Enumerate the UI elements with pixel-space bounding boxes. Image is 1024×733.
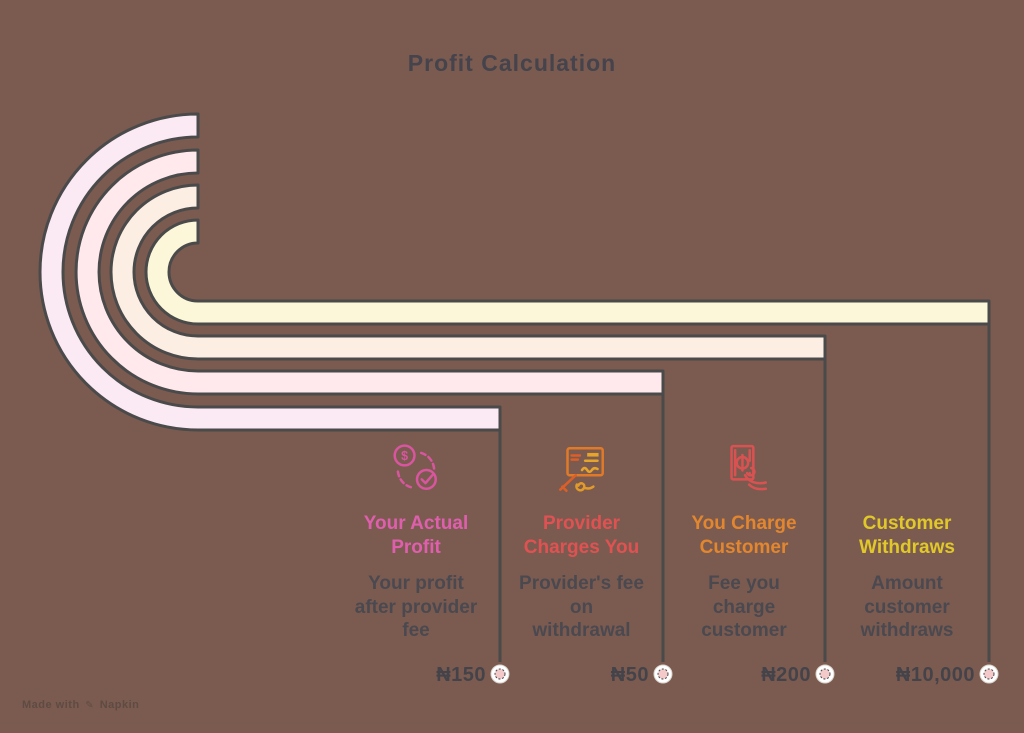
value-you-charge-customer: ₦200 bbox=[761, 664, 811, 686]
watermark-prefix: Made with bbox=[22, 699, 80, 711]
column-title: Customer Withdraws bbox=[859, 513, 955, 558]
hand-holding-money-icon bbox=[663, 430, 825, 508]
money-exchange-check-icon: $ bbox=[332, 430, 500, 508]
column-description: Provider's fee on withdrawal bbox=[519, 573, 644, 641]
column-customer-withdraws: Customer Withdraws Amount customer withd… bbox=[825, 430, 989, 680]
connector-endpoint-dot bbox=[815, 664, 835, 684]
column-your-actual-profit: $ Your Actual Profit Your profit after p… bbox=[332, 430, 500, 680]
column-title: You Charge Customer bbox=[691, 513, 797, 558]
column-provider-charges-you: Provider Charges You Provider's fee on w… bbox=[500, 430, 663, 680]
column-description: Fee you charge customer bbox=[701, 573, 787, 641]
value-customer-withdraws: ₦10,000 bbox=[895, 664, 975, 686]
column-you-charge-customer: You Charge Customer Fee you charge custo… bbox=[663, 430, 825, 680]
connector-endpoint-dot bbox=[490, 664, 510, 684]
column-title: Provider Charges You bbox=[523, 513, 640, 558]
column-description: Your profit after provider fee bbox=[354, 573, 478, 641]
value-your-actual-profit: ₦150 bbox=[436, 664, 486, 686]
napkin-watermark: Made with ✎ Napkin bbox=[22, 699, 139, 711]
column-description: Amount customer withdraws bbox=[860, 573, 954, 641]
value-provider-charges: ₦50 bbox=[610, 664, 649, 686]
column-title: Your Actual Profit bbox=[363, 513, 469, 558]
connector-endpoint-dot bbox=[653, 664, 673, 684]
flow-band-customer-withdraws bbox=[144, 218, 991, 326]
cheque-signing-icon bbox=[500, 430, 663, 508]
watermark-brand: Napkin bbox=[99, 699, 140, 711]
pen-icon: ✎ bbox=[85, 700, 95, 711]
flow-band-you-charge-customer bbox=[109, 183, 827, 361]
page-title: Profit Calculation bbox=[407, 50, 617, 76]
flow-band-your-actual-profit bbox=[38, 112, 502, 432]
svg-text:$: $ bbox=[401, 449, 408, 463]
empty-icon-slot bbox=[825, 430, 989, 508]
connector-endpoint-dot bbox=[979, 664, 999, 684]
flow-band-provider-charges bbox=[74, 148, 665, 396]
